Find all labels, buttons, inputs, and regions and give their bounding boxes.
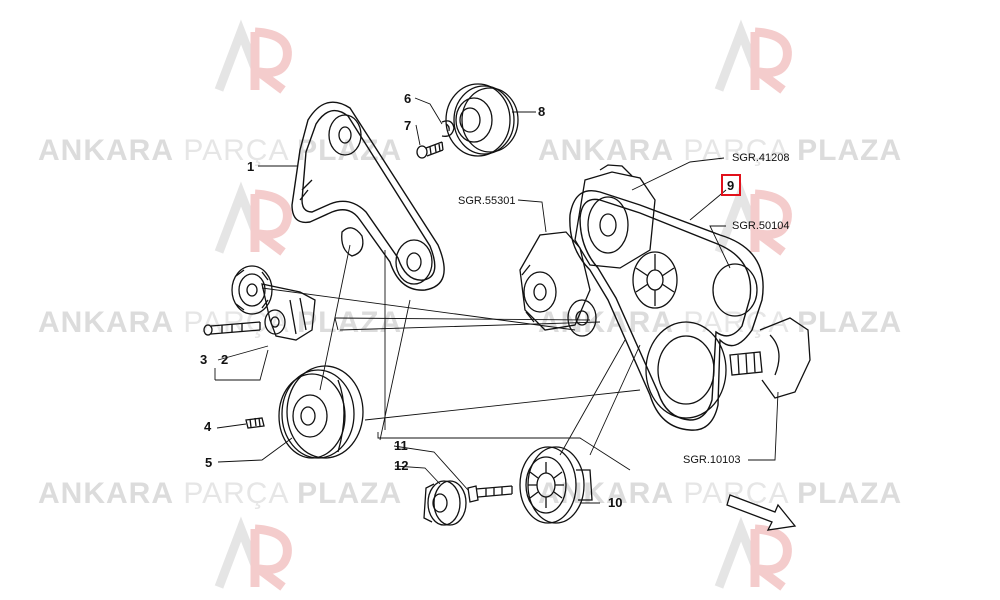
svg-text:ANKARA PARÇA PLAZA: ANKARA PARÇA PLAZA <box>38 477 402 510</box>
svg-text:ANKARA PARÇA PLAZA: ANKARA PARÇA PLAZA <box>538 477 902 510</box>
callout-4: 4 <box>204 419 212 434</box>
callout-9[interactable]: 9 <box>727 178 734 193</box>
svg-text:ANKARA PARÇA PLAZA: ANKARA PARÇA PLAZA <box>38 306 402 339</box>
svg-text:ANKARA PARÇA PLAZA: ANKARA PARÇA PLAZA <box>538 134 902 167</box>
ref-sgr-10103: SGR.10103 <box>683 454 740 466</box>
direction-arrow <box>726 494 797 531</box>
callout-7: 7 <box>404 118 411 133</box>
ref-sgr-41208: SGR.41208 <box>732 152 789 164</box>
part-11-bolt[interactable] <box>467 485 513 503</box>
callout-11: 11 <box>394 438 408 453</box>
callout-labels: 1 2 3 4 5 6 7 8 9 10 11 12 SGR.41208 SGR… <box>200 91 789 510</box>
part-2-3-tensioner[interactable] <box>203 265 316 341</box>
part-1-belt[interactable] <box>291 101 445 291</box>
callout-8: 8 <box>538 104 545 119</box>
assembly-lines <box>261 244 641 471</box>
watermark-text: ANKARA PARÇA PLAZA ANKARA PARÇA PLAZA AN… <box>38 134 902 510</box>
callout-6: 6 <box>404 91 411 106</box>
callout-2: 2 <box>221 352 228 367</box>
callout-5: 5 <box>205 455 212 470</box>
callout-1: 1 <box>247 159 254 174</box>
highlight-box-9 <box>721 174 741 196</box>
part-10-pulley[interactable] <box>519 446 593 524</box>
callout-10: 10 <box>608 495 622 510</box>
engine-assembly <box>519 164 811 431</box>
callout-3: 3 <box>200 352 207 367</box>
watermark: ANKARA PARÇA PLAZA ANKARA PARÇA PLAZA AN… <box>38 19 902 591</box>
part-4-screw[interactable] <box>245 417 265 429</box>
svg-text:ANKARA PARÇA PLAZA: ANKARA PARÇA PLAZA <box>38 134 402 167</box>
callout-12: 12 <box>394 458 408 473</box>
part-12-idler[interactable] <box>423 480 467 526</box>
callout-leaders <box>214 97 779 504</box>
part-5-pulley[interactable] <box>278 365 364 459</box>
part-8-pulley[interactable] <box>445 83 519 157</box>
ref-sgr-55301: SGR.55301 <box>458 195 515 207</box>
ref-sgr-50104: SGR.50104 <box>732 220 789 232</box>
ap-logo-icon <box>214 19 792 591</box>
part-7-bolt[interactable] <box>416 141 444 159</box>
